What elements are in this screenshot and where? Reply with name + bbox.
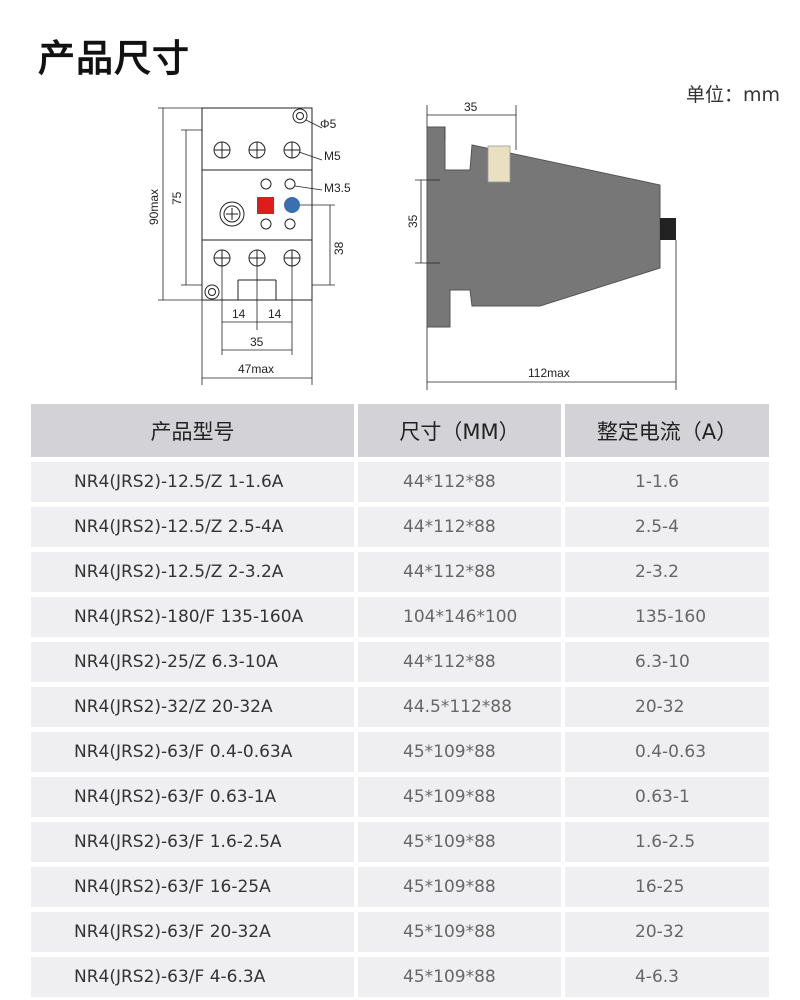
dim-m35: M3.5: [324, 181, 351, 195]
header-model: 产品型号: [31, 404, 354, 457]
table-header: 产品型号 尺寸（MM） 整定电流（A）: [31, 404, 769, 457]
front-dimension-lines: [158, 107, 335, 385]
model-cell: NR4(JRS2)-12.5/Z 1-1.6A: [31, 462, 354, 502]
spec-table: 产品型号 尺寸（MM） 整定电流（A） NR4(JRS2)-12.5/Z 1-1…: [31, 404, 769, 997]
model-cell: NR4(JRS2)-63/F 20-32A: [31, 912, 354, 952]
size-cell: 45*109*88: [358, 777, 561, 817]
current-cell: 20-32: [565, 912, 769, 952]
model-cell: NR4(JRS2)-63/F 16-25A: [31, 867, 354, 907]
size-cell: 44*112*88: [358, 507, 561, 547]
dim-75: 75: [170, 191, 184, 205]
dim-112max: 112max: [528, 366, 570, 380]
current-cell: 2.5-4: [565, 507, 769, 547]
model-cell: NR4(JRS2)-12.5/Z 2.5-4A: [31, 507, 354, 547]
size-cell: 44*112*88: [358, 462, 561, 502]
dim-phi5: Φ5: [320, 117, 337, 131]
current-cell: 1.6-2.5: [565, 822, 769, 862]
current-cell: 0.63-1: [565, 777, 769, 817]
model-cell: NR4(JRS2)-63/F 1.6-2.5A: [31, 822, 354, 862]
size-cell: 104*146*100: [358, 597, 561, 637]
dim-35-top: 35: [464, 100, 478, 114]
unit-label: 单位：mm: [685, 84, 780, 106]
current-cell: 4-6.3: [565, 957, 769, 997]
blue-button-icon: [284, 197, 300, 213]
dim-35: 35: [250, 335, 264, 349]
model-cell: NR4(JRS2)-63/F 0.4-0.63A: [31, 732, 354, 772]
current-cell: 135-160: [565, 597, 769, 637]
current-cell: 0.4-0.63: [565, 732, 769, 772]
size-cell: 44*112*88: [358, 642, 561, 682]
screw-icon: [213, 141, 301, 159]
side-view: [426, 126, 676, 328]
front-view: [201, 107, 313, 301]
size-cell: 44.5*112*88: [358, 687, 561, 727]
dim-90max: 90max: [147, 189, 161, 225]
side-dimension-lines: [415, 105, 677, 390]
header-size: 尺寸（MM）: [358, 404, 561, 457]
dim-14a: 14: [232, 307, 246, 321]
dim-14b: 14: [268, 307, 282, 321]
model-cell: NR4(JRS2)-63/F 4-6.3A: [31, 957, 354, 997]
red-button-icon: [257, 197, 274, 214]
size-cell: 45*109*88: [358, 912, 561, 952]
model-cell: NR4(JRS2)-180/F 135-160A: [31, 597, 354, 637]
dim-35-left: 35: [406, 214, 420, 228]
current-cell: 20-32: [565, 687, 769, 727]
dim-m5: M5: [324, 149, 341, 163]
current-cell: 16-25: [565, 867, 769, 907]
current-cell: 2-3.2: [565, 552, 769, 592]
model-cell: NR4(JRS2)-25/Z 6.3-10A: [31, 642, 354, 682]
model-cell: NR4(JRS2)-12.5/Z 2-3.2A: [31, 552, 354, 592]
current-cell: 6.3-10: [565, 642, 769, 682]
size-cell: 45*109*88: [358, 822, 561, 862]
size-cell: 45*109*88: [358, 732, 561, 772]
header-current: 整定电流（A）: [565, 404, 769, 457]
size-cell: 45*109*88: [358, 957, 561, 997]
model-cell: NR4(JRS2)-63/F 0.63-1A: [31, 777, 354, 817]
model-cell: NR4(JRS2)-32/Z 20-32A: [31, 687, 354, 727]
current-cell: 1-1.6: [565, 462, 769, 502]
dimension-drawing: Φ5 M5 M3.5 90max 75 38 14 14 35 47max 35…: [147, 100, 677, 390]
size-cell: 45*109*88: [358, 867, 561, 907]
dim-47max: 47max: [238, 362, 274, 376]
page-title: 产品尺寸: [38, 37, 190, 80]
size-cell: 44*112*88: [358, 552, 561, 592]
dim-38: 38: [332, 241, 346, 255]
